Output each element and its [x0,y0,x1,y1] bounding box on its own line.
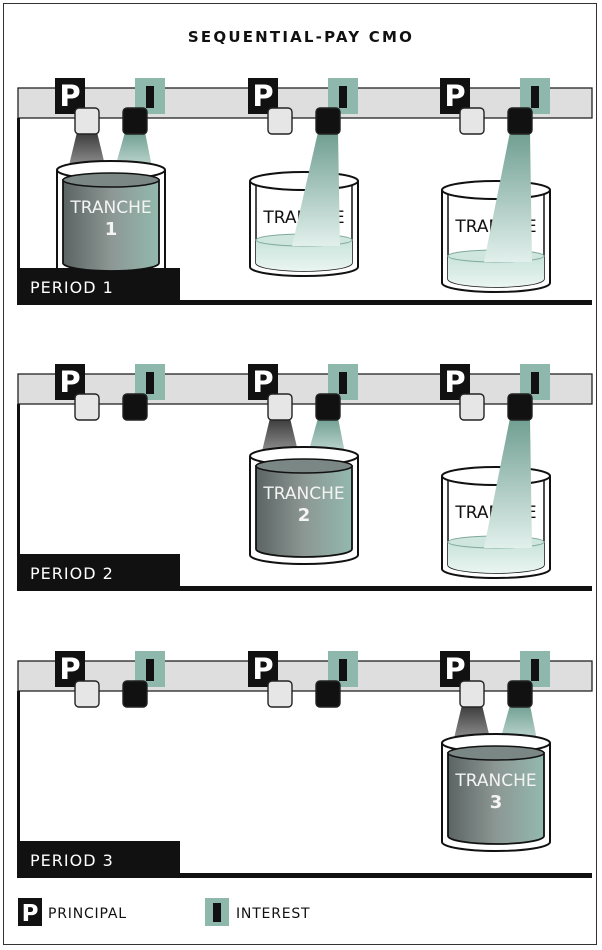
interest-letter-bar [531,86,539,108]
period-label: PERIOD 3 [17,841,180,878]
interest-valve [507,680,533,708]
period-label-text: PERIOD 2 [30,564,114,583]
principal-letter: P [59,365,80,399]
frame-base-line [17,586,592,591]
interest-valve [315,680,341,708]
interest-letter-bar [339,372,347,394]
tank-liquid [256,240,352,271]
pipe-rail [17,660,593,692]
principal-valve [267,107,293,135]
tranche-group-1: P [55,364,165,421]
frame-base-line [17,873,592,878]
principal-valve [267,680,293,708]
interest-valve [122,680,148,708]
interest-flow [484,418,532,548]
period-label-box [17,841,180,878]
principal-letter: P [252,365,273,399]
principal-letter: P [59,652,80,686]
interest-letter-bar [339,86,347,108]
legend-principal-letter: P [22,901,39,927]
principal-letter: P [444,365,465,399]
tank-wall [249,456,359,565]
pipe-rail [17,87,593,119]
principal-valve [267,393,293,421]
interest-letter-bar [146,86,154,108]
tank-liquid [448,256,544,287]
tank-rim [441,180,551,200]
interest-letter-bar [146,372,154,394]
principal-valve [74,107,100,135]
tank-wall [56,170,166,279]
tank-fill [62,179,160,272]
tranche-3-number: 3 [490,792,503,813]
tranche-2-number: 2 [298,505,311,526]
tank-fill-top [62,172,160,188]
tank-rim [441,466,551,486]
legend-interest-letter-bar [213,903,221,922]
frame-base-line [17,300,592,305]
interest-flow [292,132,340,246]
interest-valve [507,107,533,135]
interest-flow [484,132,532,262]
principal-valve [459,107,485,135]
tranche-group-2: P [248,651,358,708]
period-label-text: PERIOD 1 [30,278,114,297]
pipe-rail [17,373,593,405]
tranche-group-1: P [55,651,165,708]
tank-rim [249,171,359,191]
tranche-3-label: TRANCHE [454,771,536,791]
legend-interest-label: INTEREST [236,906,311,922]
tranche-1-label: TRANCHE [69,198,151,218]
interest-letter-bar [531,659,539,681]
principal-letter: P [444,79,465,113]
tranche-1-number: 1 [105,219,118,240]
principal-valve [74,680,100,708]
tank-liquid [448,542,544,573]
interest-valve [315,393,341,421]
interest-valve [315,107,341,135]
interest-letter-bar [339,659,347,681]
tank-wall [441,743,551,852]
period-label: PERIOD 2 [17,554,180,591]
principal-valve [74,393,100,421]
diagram-title: SEQUENTIAL-PAY CMO [187,28,415,46]
principal-letter: P [59,79,80,113]
tank-fill [255,465,353,558]
tank-fill-top [447,745,545,761]
frame-left-line [17,691,20,878]
principal-letter: P [444,652,465,686]
principal-valve [459,393,485,421]
frame-left-line [17,118,20,305]
principal-valve [459,680,485,708]
legend-principal-icon [18,898,42,926]
interest-letter-bar [146,659,154,681]
tranche-2-label: TRANCHE [262,484,344,504]
period-label-text: PERIOD 3 [30,851,114,870]
principal-letter: P [252,652,273,686]
diagram-frame [3,3,597,945]
legend-principal-label: PRINCIPAL [48,906,127,922]
tank-fill-top [255,458,353,474]
principal-letter: P [252,79,273,113]
frame-left-line [17,404,20,591]
interest-valve [122,107,148,135]
interest-valve [507,393,533,421]
period-label-box [17,554,180,591]
interest-valve [122,393,148,421]
tank-fill [447,752,545,845]
interest-letter-bar [531,372,539,394]
